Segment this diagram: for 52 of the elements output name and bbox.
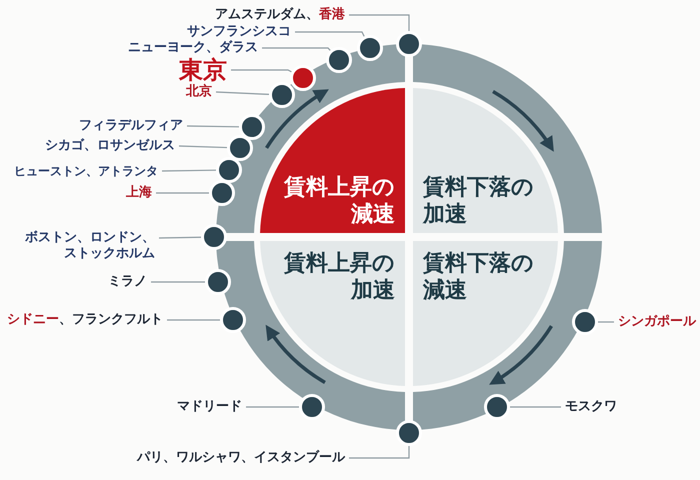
city-label: フィラデルフィア	[79, 118, 187, 134]
marker-dot	[396, 420, 422, 446]
leader-line	[510, 406, 561, 408]
city-label: 上海	[126, 185, 156, 201]
quadrant-label: 賃料下落の加速	[423, 174, 535, 228]
quadrant-label: 賃料上昇の加速	[282, 250, 395, 304]
leader-line	[598, 321, 614, 323]
city-label: ヒューストン、アトランタ	[14, 164, 162, 178]
marker-dot	[269, 82, 295, 108]
leader-line	[262, 47, 331, 51]
leader-line	[216, 91, 270, 95]
leader-line	[246, 406, 299, 408]
quadrant-segment	[413, 241, 558, 386]
marker-dot	[396, 31, 422, 57]
leader-line	[349, 446, 410, 459]
marker-dot	[357, 35, 383, 61]
leader-line	[186, 125, 240, 128]
city-label: 北京	[186, 84, 216, 100]
city-label: シンガポール	[614, 314, 696, 330]
quadrant-segment	[260, 241, 405, 386]
leader-line	[178, 145, 228, 148]
city-label: ニューヨーク、ダラス	[128, 40, 262, 56]
city-label: ミラノ	[108, 274, 151, 290]
marker-dot	[205, 269, 231, 295]
city-label: モスクワ	[561, 399, 617, 415]
leader-line	[231, 69, 292, 72]
city-label: パリ、ワルシャワ、イスタンブール	[137, 450, 349, 466]
leader-line	[156, 192, 209, 194]
leader-line	[349, 14, 410, 31]
leader-line	[167, 319, 220, 321]
city-label: シドニー、フランクフルト	[7, 312, 167, 328]
leader-line	[295, 31, 365, 37]
leader-line	[162, 170, 216, 172]
leader-line	[158, 236, 202, 239]
quadrant-label: 賃料上昇の減速	[282, 174, 395, 228]
marker-dot	[209, 180, 235, 206]
marker-dot	[572, 309, 598, 335]
city-label: サンフランシスコ	[187, 24, 295, 40]
marker-dot	[290, 65, 316, 91]
leader-line	[151, 281, 205, 283]
quadrant-segment	[413, 88, 558, 233]
marker-dot	[220, 307, 246, 333]
quadrant-label: 賃料下落の減速	[423, 250, 535, 304]
city-label: ボストン、ロンドン、ストックホルム	[22, 230, 159, 262]
city-label: アムステルダム、香港	[215, 7, 349, 23]
marker-dot	[201, 224, 227, 250]
marker-dot	[326, 47, 352, 73]
quadrant-segment	[260, 88, 405, 233]
marker-dot	[299, 394, 325, 420]
city-label: マドリード	[177, 399, 246, 415]
city-label: シカゴ、ロサンゼルス	[45, 138, 179, 154]
city-label: 東京	[179, 55, 231, 85]
